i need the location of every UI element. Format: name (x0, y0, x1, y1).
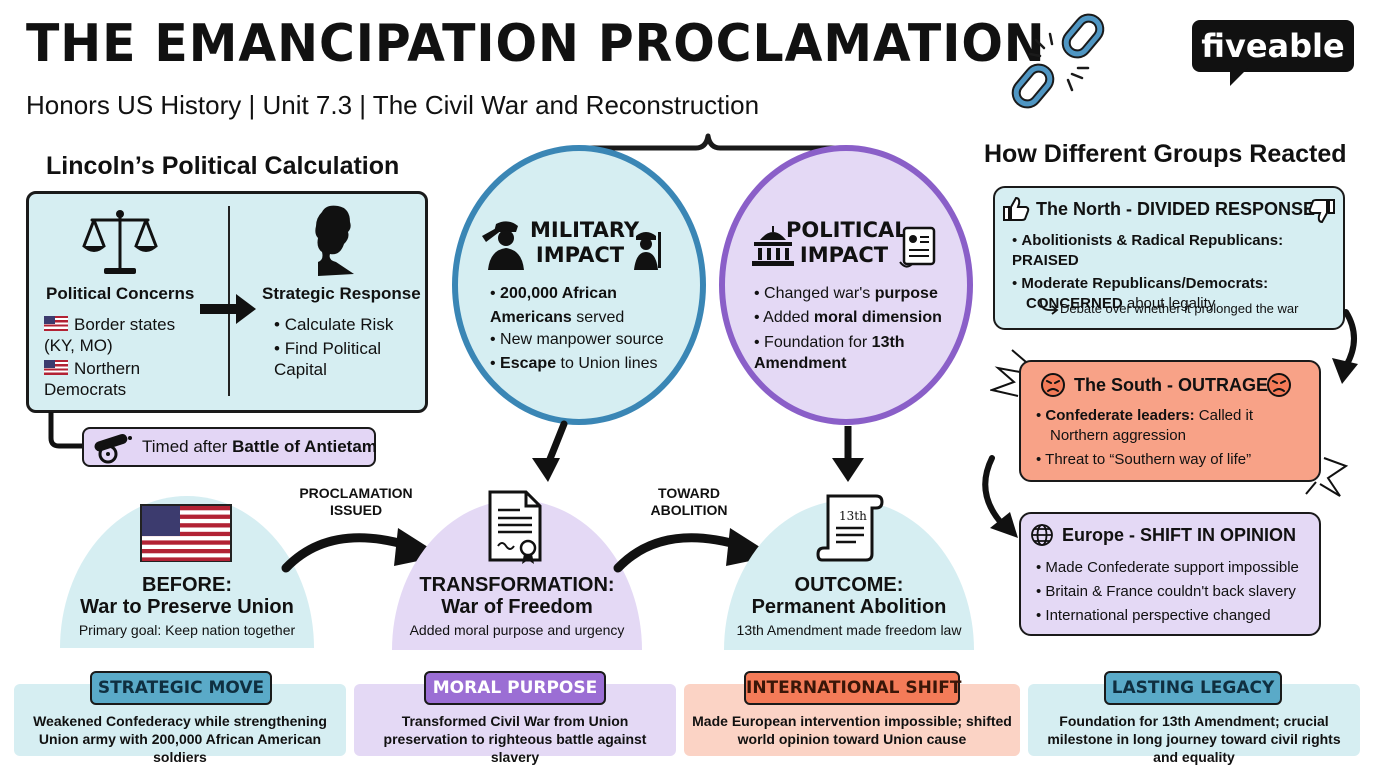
page-subtitle: Honors US History | Unit 7.3 | The Civil… (26, 90, 760, 120)
scales-of-justice-icon (82, 210, 158, 274)
antietam-timing-badge: Timed after Battle of Antietam (82, 427, 377, 467)
europe-reaction-panel (1019, 512, 1321, 636)
down-arrow (832, 426, 864, 482)
scroll-icon: 13th (816, 494, 884, 562)
europe-title: Europe - SHIFT IN OPINION (1062, 525, 1297, 545)
strategy-item: • Calculate Risk (274, 315, 394, 334)
broken-chain-icon (1011, 13, 1105, 109)
political-title-line2: IMPACT (799, 243, 889, 267)
political-title-line1: POLITICAL (786, 218, 908, 242)
outcome-title-1: OUTCOME: (794, 574, 904, 596)
concern-text: Northern Democrats (44, 359, 141, 399)
outrage-burst (990, 349, 1349, 497)
concern-item: Northern Democrats (44, 358, 194, 400)
thumbs-up-icon (1003, 196, 1030, 221)
lincoln-panel (26, 191, 428, 413)
us-flag-icon (44, 360, 68, 375)
europe-item: • Britain & France couldn't back slavery (1036, 583, 1296, 600)
lincoln-silhouette-icon (315, 205, 354, 276)
concern-item: Border states (KY, MO) (44, 314, 194, 356)
south-title: The South - OUTRAGE (1074, 375, 1268, 395)
europe-reaction-list: • Made Confederate support impossible • … (1036, 556, 1316, 628)
political-item: • Added moral dimension (754, 309, 942, 326)
north-reaction-panel (993, 186, 1345, 330)
military-impact-circle (452, 145, 706, 425)
before-title-1: BEFORE: (142, 574, 232, 596)
strategic-move-label: STRATEGIC MOVE (90, 671, 272, 705)
lincoln-section-title: Lincoln’s Political Calculation (46, 152, 400, 180)
europe-item: • Made Confederate support impossible (1036, 559, 1299, 576)
us-flag-large-icon (140, 504, 232, 562)
lasting-legacy-label: LASTING LEGACY (1104, 671, 1282, 705)
lincoln-divider (228, 206, 230, 396)
scroll-label: 13th (839, 509, 867, 523)
before-title-2: War to Preserve Union (80, 596, 294, 618)
saluting-soldier-icon (482, 221, 524, 270)
political-item: • Changed war's purpose (754, 285, 938, 302)
military-item: • Escape to Union lines (490, 355, 658, 372)
south-item: • Threat to “Southern way of life” (1036, 451, 1252, 468)
card-text: Weakened Confederacy while strengthening… (33, 713, 327, 765)
card-text: Transformed Civil War from Union preserv… (383, 713, 647, 765)
military-item: • 200,000 African Americans served (490, 285, 625, 326)
political-item: • Foundation for 13th Amendment (754, 334, 905, 372)
before-subtitle: Primary goal: Keep nation together (78, 622, 296, 638)
proclamation-document-icon (488, 490, 542, 564)
europe-item: • International perspective changed (1036, 607, 1271, 624)
soldier-with-rifle-icon (634, 232, 661, 270)
logo-tail (1230, 68, 1248, 86)
military-impact-list: • 200,000 African Americans served • New… (490, 282, 690, 376)
outcome-title-2: Permanent Abolition (751, 596, 947, 618)
moral-purpose-label: MORAL PURPOSE (424, 671, 606, 705)
us-flag-icon (44, 316, 68, 331)
north-title: The North - DIVIDED RESPONSE (1036, 199, 1316, 219)
north-note: Debate over whether it prolonged the war (1060, 301, 1299, 316)
fiveable-logo: fiveable (1192, 20, 1354, 72)
thumbs-down-icon (1308, 199, 1335, 224)
card-text: Foundation for 13th Amendment; crucial m… (1047, 713, 1341, 765)
north-reaction-list: • Abolitionists & Radical Republicans: P… (1012, 231, 1344, 314)
angry-face-icon (1041, 373, 1065, 397)
strategy-item: • Find Political Capital (274, 339, 382, 379)
political-impact-circle (719, 145, 973, 425)
military-title-line1: MILITARY (530, 218, 640, 242)
down-left-arrow (532, 420, 568, 482)
strategy-heading: Strategic Response (262, 284, 421, 303)
lasting-legacy-card: Foundation for 13th Amendment; crucial m… (1028, 684, 1360, 765)
international-shift-label: INTERNATIONAL SHIFT (744, 671, 961, 705)
right-arrow-icon (200, 294, 256, 324)
north-item: • Moderate Republicans/Democrats:CONCERN… (1012, 275, 1269, 312)
curved-arrow-down (1332, 309, 1358, 384)
page-title: THE EMANCIPATION PROCLAMATION (26, 14, 1046, 74)
card-text: Made European intervention impossible; s… (692, 713, 1012, 747)
capitol-building-icon (752, 226, 794, 266)
curved-arrow-right (982, 455, 1018, 538)
document-icon (899, 226, 936, 268)
outcome-subtitle: 13th Amendment made freedom law (736, 622, 962, 638)
connector-line (48, 412, 88, 449)
groups-section-title: How Different Groups Reacted (984, 140, 1347, 168)
political-impact-list: • Changed war's purpose • Added moral di… (754, 282, 954, 374)
military-title-line2: IMPACT (535, 243, 625, 267)
cannon-icon (94, 433, 132, 464)
north-item: • Abolitionists & Radical Republicans: P… (1012, 232, 1284, 269)
return-arrow-icon (1040, 299, 1059, 315)
transformation-title-1: TRANSFORMATION: (419, 574, 615, 596)
angry-face-icon (1267, 373, 1291, 397)
transformation-title-2: War of Freedom (441, 596, 593, 618)
military-item: • New manpower source (490, 331, 664, 348)
transformation-subtitle: Added moral purpose and urgency (409, 622, 625, 638)
concerns-heading: Political Concerns (46, 284, 195, 303)
globe-icon (1031, 524, 1053, 546)
south-item: • Confederate leaders: Called it Norther… (1036, 407, 1253, 444)
international-shift-card: Made European intervention impossible; s… (684, 684, 1020, 756)
concern-text: Border states (KY, MO) (44, 315, 176, 355)
